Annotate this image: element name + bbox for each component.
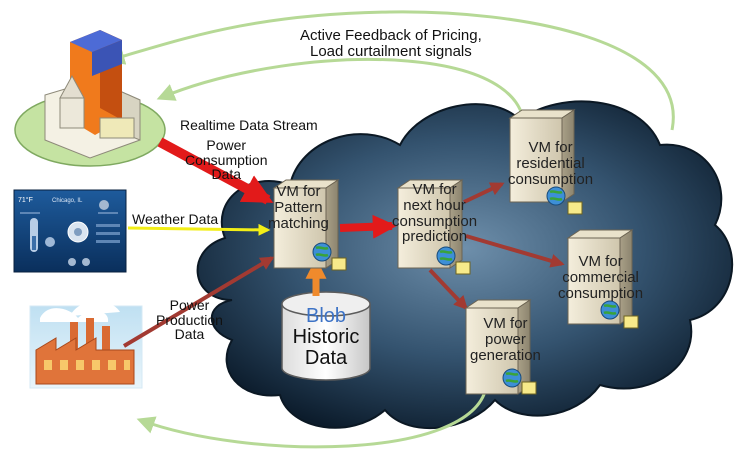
- prediction-output-arrows: [428, 182, 565, 311]
- server-residential: [508, 109, 583, 215]
- vm-prediction-line1: VM for: [412, 181, 457, 198]
- arrow-to-generation: [428, 268, 468, 311]
- vm-prediction-line3: consumption: [392, 212, 478, 230]
- factory-icon: [29, 301, 143, 389]
- input-arrows: [122, 137, 275, 348]
- weather-city: Chicago, IL: [52, 198, 83, 204]
- vm-commercial-line2: commercial: [562, 268, 639, 286]
- vm-generation-line1: VM for: [483, 315, 528, 332]
- vm-pattern-label: VM for Pattern matching: [268, 184, 329, 231]
- vm-generation-label: VM for power generation: [470, 316, 541, 363]
- feedback-label-line1: Active Feedback of Pricing,: [300, 27, 482, 44]
- brown-production-arrow: [122, 256, 275, 348]
- vm-residential-label: VM for residential consumption: [508, 140, 593, 187]
- blob-label: Blob Historic Data: [282, 306, 370, 369]
- power-consumption-label: Power Consumption Data: [185, 138, 268, 182]
- power-production-line3: Data: [174, 326, 205, 343]
- feedback-curve-bottom: [136, 387, 488, 449]
- feedback-curve-top: [106, 10, 675, 131]
- server-prediction: [396, 179, 471, 275]
- server-commercial: [566, 229, 639, 329]
- vm-pattern-line3: matching: [268, 214, 329, 232]
- power-consumption-line2: Consumption: [185, 151, 268, 168]
- vm-prediction-label: VM for next hour consumption prediction: [392, 182, 477, 245]
- vm-generation-line3: generation: [470, 346, 541, 364]
- power-production-line1: Power: [169, 297, 210, 313]
- arrow-to-residential: [463, 182, 505, 204]
- arrow-to-commercial: [465, 234, 565, 268]
- weather-label: Weather Data: [132, 211, 219, 227]
- blob-title: Blob: [305, 305, 347, 327]
- building-icon: [14, 30, 166, 167]
- vm-prediction-line2: next hour: [403, 196, 466, 214]
- power-consumption-line3: Data: [211, 166, 242, 183]
- red-stream-arrow: [157, 137, 274, 205]
- feedback-label-line2: Load curtailment signals: [310, 42, 472, 60]
- power-production-line2: Production: [156, 311, 223, 328]
- vm-generation-line2: power: [485, 330, 526, 348]
- power-production-label: Power Production Data: [156, 298, 223, 342]
- vm-residential-line2: residential: [516, 154, 585, 172]
- vm-residential-line1: VM for: [528, 139, 573, 156]
- server-pattern: [272, 179, 347, 271]
- weather-temperature: 71°F: [18, 196, 33, 204]
- blob-storage: [281, 291, 371, 381]
- stream-label: Realtime Data Stream: [180, 117, 318, 133]
- red-pattern-to-prediction-arrow: [339, 214, 397, 239]
- vm-commercial-line1: VM for: [578, 253, 623, 270]
- vm-commercial-line3: consumption: [558, 284, 644, 302]
- server-generation: [464, 299, 537, 395]
- blob-line2: Data: [304, 347, 348, 369]
- yellow-weather-arrow: [127, 223, 271, 236]
- vm-commercial-label: VM for commercial consumption: [558, 254, 643, 301]
- vm-prediction-line4: prediction: [402, 228, 468, 246]
- vm-residential-line3: consumption: [508, 170, 594, 188]
- vm-pattern-line2: Pattern: [274, 198, 323, 216]
- power-consumption-line1: Power: [206, 137, 247, 153]
- blob-line1: Historic: [292, 326, 360, 348]
- vm-pattern-line1: VM for: [276, 183, 321, 200]
- feedback-label: Active Feedback of Pricing, Load curtail…: [300, 28, 482, 60]
- weather-widget: 71°F Chicago, IL: [13, 189, 127, 273]
